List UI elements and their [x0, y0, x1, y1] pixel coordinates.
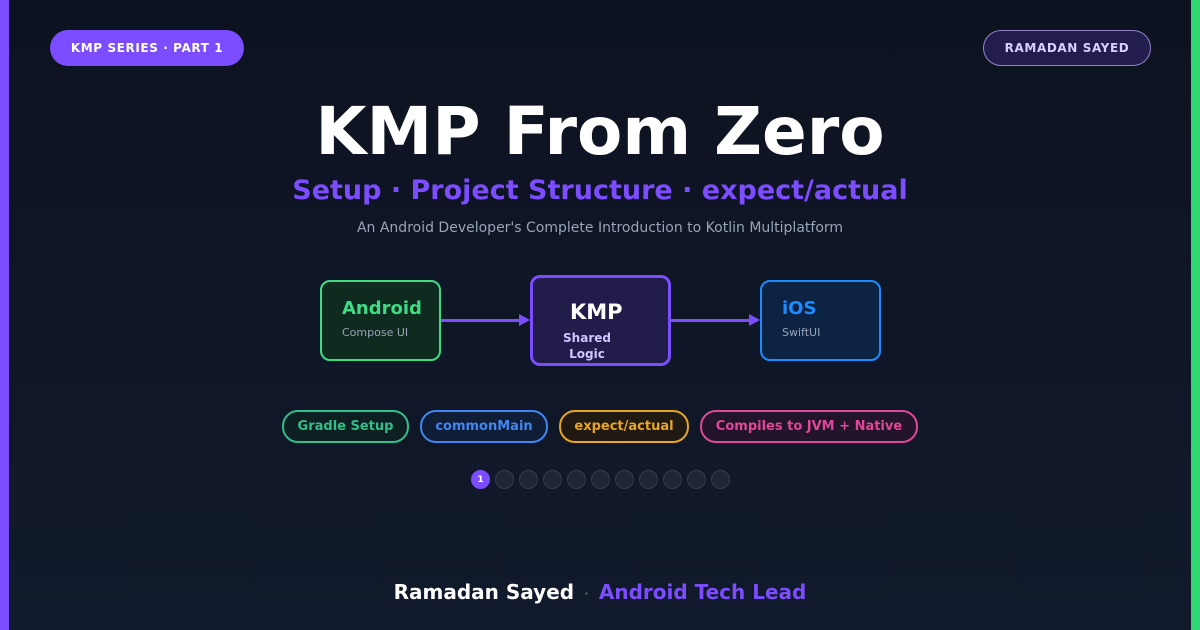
footer-author-role: Android Tech Lead [598, 580, 807, 604]
footer: Ramadan Sayed · Android Tech Lead [0, 578, 1200, 608]
page-title: KMP From Zero [315, 93, 885, 170]
ios-box-subtitle: SwiftUI [782, 326, 821, 339]
page-dot[interactable] [711, 470, 730, 489]
page-dot[interactable] [519, 470, 538, 489]
page-dot[interactable] [591, 470, 610, 489]
pagination-dots: 1 [471, 470, 730, 489]
footer-author-name: Ramadan Sayed [393, 580, 575, 604]
footer-separator: · [584, 585, 589, 603]
left-accent-bar [0, 0, 9, 630]
tag-expect-actual: expect/actual [559, 410, 689, 443]
ios-box: iOS SwiftUI [760, 280, 881, 361]
android-box-title: Android [342, 298, 422, 319]
page-dot[interactable] [687, 470, 706, 489]
page-dot[interactable] [639, 470, 658, 489]
page-dot-active[interactable]: 1 [471, 470, 490, 489]
page-dot[interactable] [567, 470, 586, 489]
android-to-kmp-arrow [441, 319, 521, 322]
tag-compiles-to: Compiles to JVM + Native [700, 410, 918, 443]
page-dot[interactable] [615, 470, 634, 489]
arrow-head-icon [519, 314, 530, 326]
author-badge: RAMADAN SAYED [983, 30, 1151, 66]
series-badge: KMP SERIES · PART 1 [50, 30, 244, 66]
kmp-to-ios-arrow [671, 319, 751, 322]
kmp-box: KMP Shared Logic [530, 275, 671, 366]
page-dot[interactable] [663, 470, 682, 489]
ios-box-title: iOS [782, 298, 817, 319]
kmp-box-title: KMP [570, 300, 623, 324]
page-dot[interactable] [495, 470, 514, 489]
page-subtitle: Setup · Project Structure · expect/actua… [292, 175, 908, 206]
tag-gradle-setup: Gradle Setup [282, 410, 409, 443]
tagline: An Android Developer's Complete Introduc… [356, 220, 844, 236]
android-box-subtitle: Compose UI [342, 326, 409, 339]
android-box: Android Compose UI [320, 280, 441, 361]
right-accent-bar [1191, 0, 1200, 630]
tag-common-main: commonMain [420, 410, 548, 443]
page-dot[interactable] [543, 470, 562, 489]
arrow-head-icon [749, 314, 760, 326]
kmp-box-subtitle: Shared Logic [563, 331, 611, 361]
